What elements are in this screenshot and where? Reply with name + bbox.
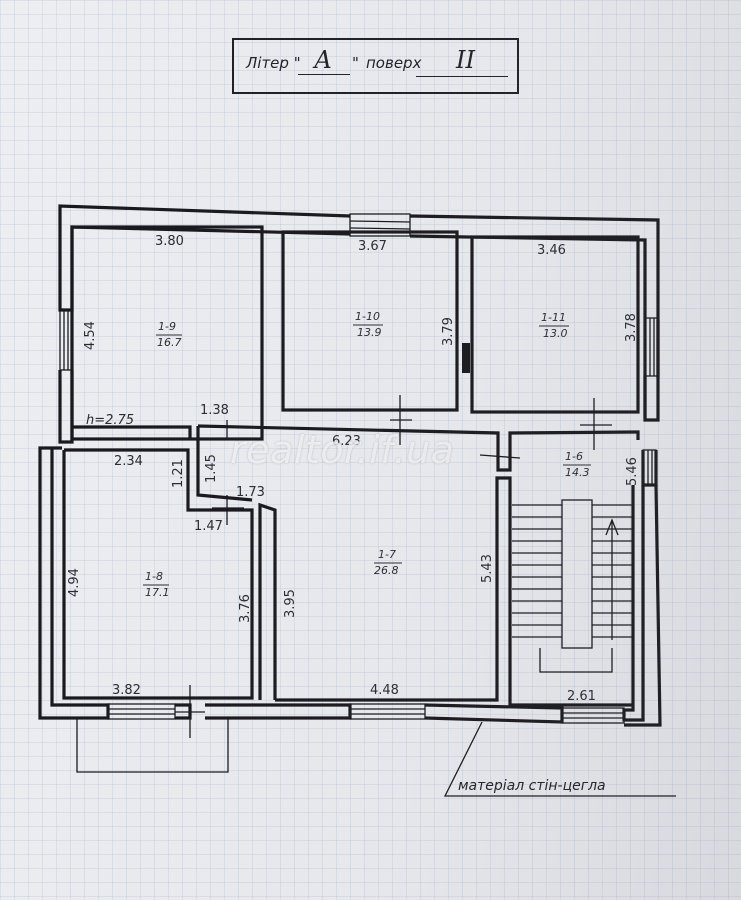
- window-top: [349, 213, 411, 237]
- dim-3-78: 3.78: [624, 313, 639, 342]
- room-id: 1-8: [145, 570, 163, 583]
- room-label-1-7: 1-7 26.8: [374, 548, 402, 577]
- window-bottom-center: [349, 703, 426, 720]
- room-label-1-9: 1-9 16.7: [156, 320, 182, 349]
- room-id: 1-9: [158, 320, 176, 333]
- title-box: Літер " А " поверх II: [232, 38, 519, 94]
- room-area: 13.9: [357, 326, 382, 339]
- ceiling-height: h=2.75: [86, 413, 134, 428]
- room-id: 1-11: [541, 311, 566, 324]
- dim-5-43: 5.43: [480, 554, 495, 583]
- dim-1-73: 1.73: [236, 485, 265, 500]
- window-bottom-right: [561, 707, 625, 724]
- room-area: 17.1: [145, 586, 170, 599]
- floor-underline: [416, 76, 508, 77]
- room-area: 14.3: [565, 466, 590, 479]
- hall-left-wall: [196, 426, 253, 502]
- room-id: 1-10: [355, 310, 380, 323]
- dim-3-46: 3.46: [537, 243, 566, 258]
- dim-3-95: 3.95: [283, 589, 298, 618]
- window-right-lower: [642, 449, 657, 486]
- material-leader-line: [443, 721, 676, 797]
- room-outline-1-8: [62, 448, 254, 700]
- room-label-1-8: 1-8 17.1: [143, 570, 170, 599]
- room-outline-1-9: [70, 225, 264, 441]
- window-right: [644, 317, 659, 377]
- room-area: 13.0: [543, 327, 568, 340]
- room-outline-1-10: [281, 230, 459, 412]
- dim-4-54: 4.54: [83, 321, 98, 350]
- chimney-block: [462, 343, 470, 373]
- liter-close-quote: ": [352, 54, 359, 72]
- room-1-9-ledge: [72, 425, 192, 439]
- room-id: 1-6: [565, 450, 583, 463]
- room-area: 26.8: [374, 564, 399, 577]
- door-markers: [175, 395, 612, 738]
- dim-2-61: 2.61: [567, 689, 596, 704]
- hall-top-wall: [197, 424, 640, 472]
- dim-3-67: 3.67: [358, 239, 387, 254]
- dim-2-34: 2.34: [114, 454, 143, 469]
- dim-1-38: 1.38: [200, 403, 229, 418]
- staircase: [512, 499, 633, 673]
- balcony-outline: [76, 718, 229, 773]
- liter-label: Літер ": [246, 54, 301, 72]
- dim-4-94: 4.94: [67, 568, 82, 597]
- watermark-text: realtor.if.ua: [230, 428, 455, 472]
- room-id: 1-7: [378, 548, 396, 561]
- room-outline-1-11: [470, 235, 640, 414]
- dim-4-48: 4.48: [370, 683, 399, 698]
- dim-3-76: 3.76: [238, 594, 253, 623]
- window-left: [59, 309, 73, 371]
- dim-5-46: 5.46: [625, 457, 640, 486]
- room-label-1-11: 1-11 13.0: [539, 311, 569, 340]
- dim-3-82: 3.82: [112, 683, 141, 698]
- dim-1-47: 1.47: [194, 519, 223, 534]
- dim-1-21: 1.21: [171, 459, 186, 488]
- dim-3-80: 3.80: [155, 234, 184, 249]
- floor-label: поверх: [366, 54, 422, 72]
- room-outline-1-7: [275, 476, 633, 707]
- liter-value: А: [314, 46, 333, 74]
- window-bottom-left: [107, 703, 176, 720]
- room-label-1-10: 1-10 13.9: [353, 310, 383, 339]
- room-label-1-6: 1-6 14.3: [563, 450, 591, 479]
- liter-underline: [298, 74, 350, 75]
- material-note: матеріал стін-цегла: [458, 778, 606, 794]
- room-area: 16.7: [157, 336, 182, 349]
- floor-value: II: [456, 46, 475, 74]
- dim-3-79: 3.79: [441, 317, 456, 346]
- dim-6-23: 6.23: [332, 434, 361, 449]
- dim-1-45: 1.45: [204, 454, 219, 483]
